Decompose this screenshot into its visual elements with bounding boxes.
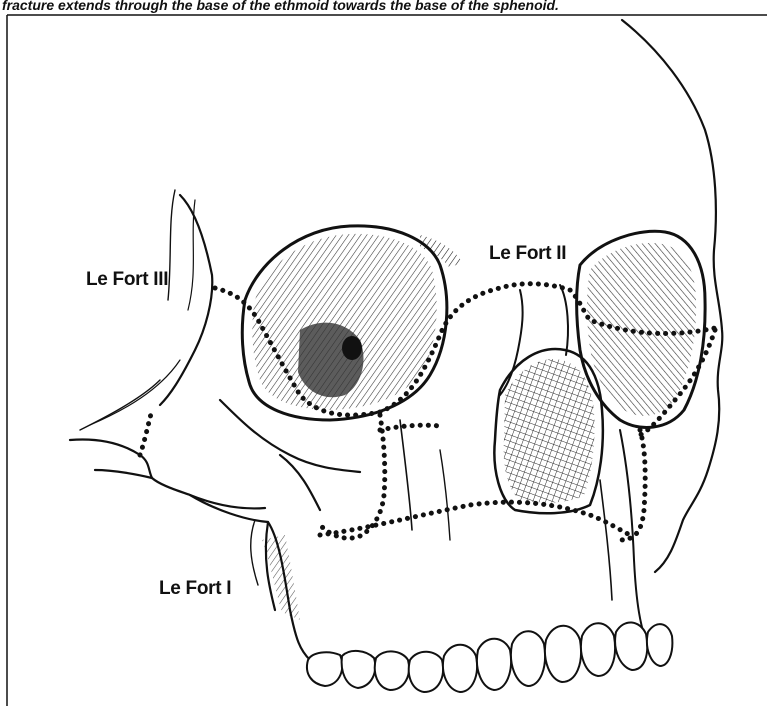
le-fort-i-label: Le Fort I bbox=[159, 578, 231, 600]
le-fort-ii-line bbox=[320, 415, 385, 538]
shading bbox=[252, 234, 696, 620]
le-fort-iii-label: Le Fort III bbox=[86, 269, 168, 291]
skull-illustration: Le Fort III Le Fort II Le Fort I bbox=[0, 13, 768, 706]
teeth bbox=[307, 622, 672, 692]
le-fort-ii-label: Le Fort II bbox=[489, 243, 566, 265]
skull-drawing bbox=[0, 13, 773, 706]
